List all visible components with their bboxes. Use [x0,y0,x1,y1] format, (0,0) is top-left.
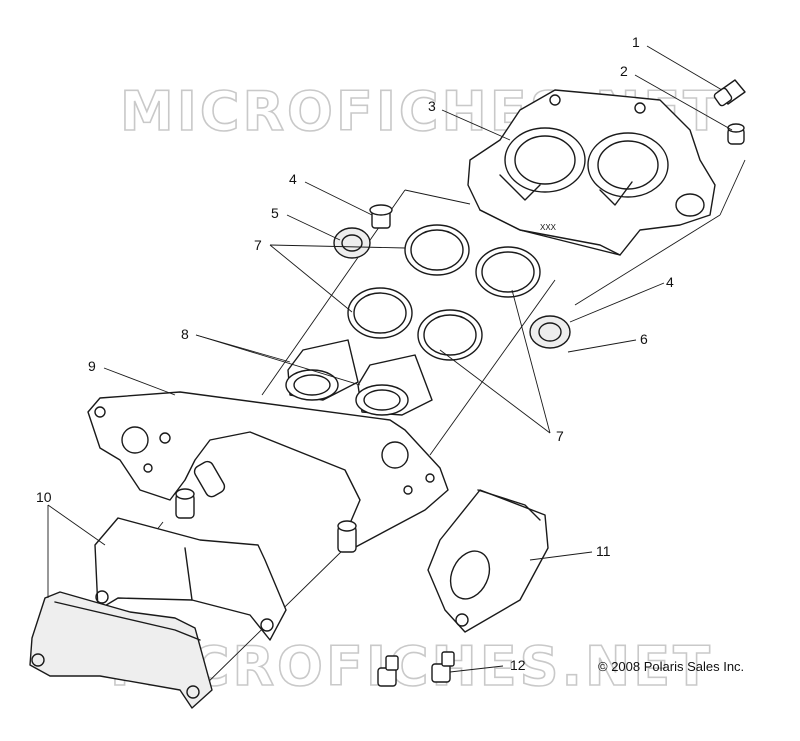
callout-leaders [47,45,733,673]
pin-boot-lower [529,315,571,349]
slide-pin-bolt-upper [369,204,393,229]
pad-shim [427,489,549,633]
callout-11: 11 [596,543,611,559]
callout-5: 5 [271,205,279,221]
seal-rings [347,224,541,361]
callout-7-lower: 7 [556,428,564,444]
piston-right [355,354,433,416]
callout-2: 2 [620,63,628,79]
caliper-bracket [87,391,449,553]
copyright-notice: © 2008 Polaris Sales Inc. [598,659,744,674]
callout-6: 6 [640,331,648,347]
piston-left [285,339,359,401]
brake-pad-inner [94,517,287,641]
pin-boot-upper [333,227,371,259]
callout-7-upper: 7 [254,237,262,253]
callout-4-lower: 4 [666,274,674,290]
bracket-bolts [377,651,455,687]
caliper-body: XXX [467,89,716,256]
caliper-marking: XXX [540,223,557,232]
callout-8: 8 [181,326,189,342]
callout-3: 3 [428,98,436,114]
callout-4-upper: 4 [289,171,297,187]
callout-9: 9 [88,358,96,374]
bleeder-screw [713,79,746,107]
brake-pad-outer [29,591,213,709]
callout-12: 12 [510,657,526,673]
bleeder-cap [727,123,745,145]
callout-10: 10 [36,489,52,505]
callout-labels: 1 2 3 4 5 4 6 7 7 8 9 10 11 12 [36,34,674,673]
callout-1: 1 [632,34,640,50]
